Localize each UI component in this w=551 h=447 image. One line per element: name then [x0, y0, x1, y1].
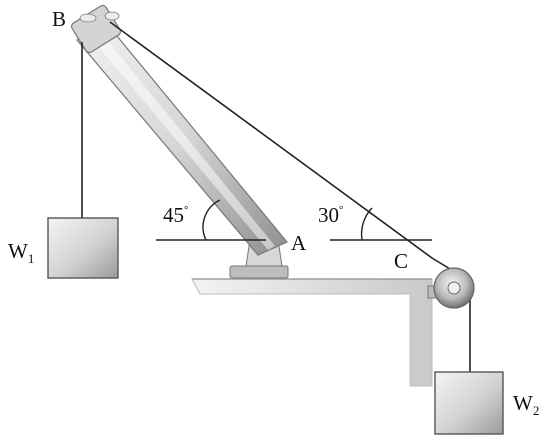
label-b: B	[52, 7, 66, 31]
label-w1: W1	[8, 239, 34, 266]
label-a: A	[291, 231, 307, 255]
cable	[81, 21, 471, 372]
pulley-c	[427, 267, 475, 309]
boom-arm	[70, 4, 288, 256]
angle-references	[156, 199, 432, 241]
label-w2: W2	[513, 391, 539, 418]
angle-label-cable: 30°	[318, 203, 343, 227]
angle-label-boom: 45°	[163, 203, 188, 227]
weight-w1	[47, 217, 119, 279]
support-structure	[191, 278, 433, 387]
label-c: C	[394, 249, 408, 273]
weight-w2	[434, 371, 504, 435]
